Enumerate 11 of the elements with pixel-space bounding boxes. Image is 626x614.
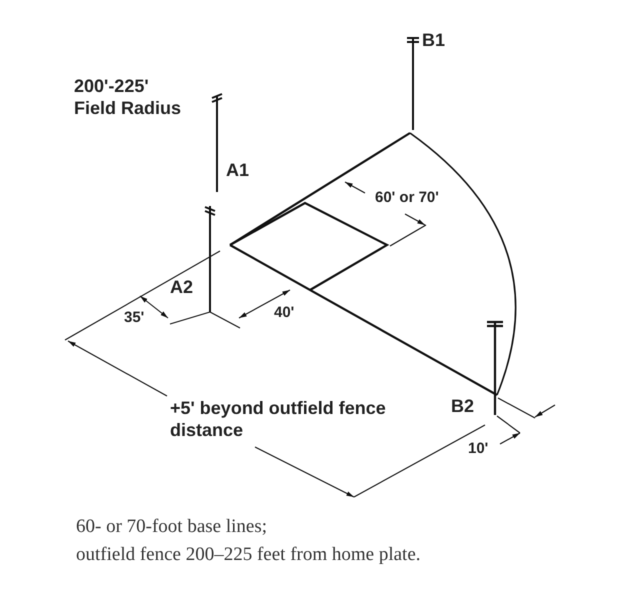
note: 200'-225' Field Radius	[74, 76, 182, 120]
dimension-label: 35'	[124, 309, 144, 327]
pole-label: B1	[422, 30, 446, 52]
dimension-label: 10'	[468, 440, 488, 458]
pole-label: A1	[226, 160, 250, 182]
pole-label: A2	[170, 277, 194, 299]
dimension-label: +5' beyond outfield fence distance	[170, 398, 387, 442]
pole-label: B2	[451, 396, 474, 418]
dimension-label: 60' or 70'	[375, 189, 439, 207]
caption: 60- or 70-foot base lines; outfield fence 200–225 feet from home plate.	[76, 515, 422, 567]
dimension-label: 40'	[274, 304, 294, 322]
